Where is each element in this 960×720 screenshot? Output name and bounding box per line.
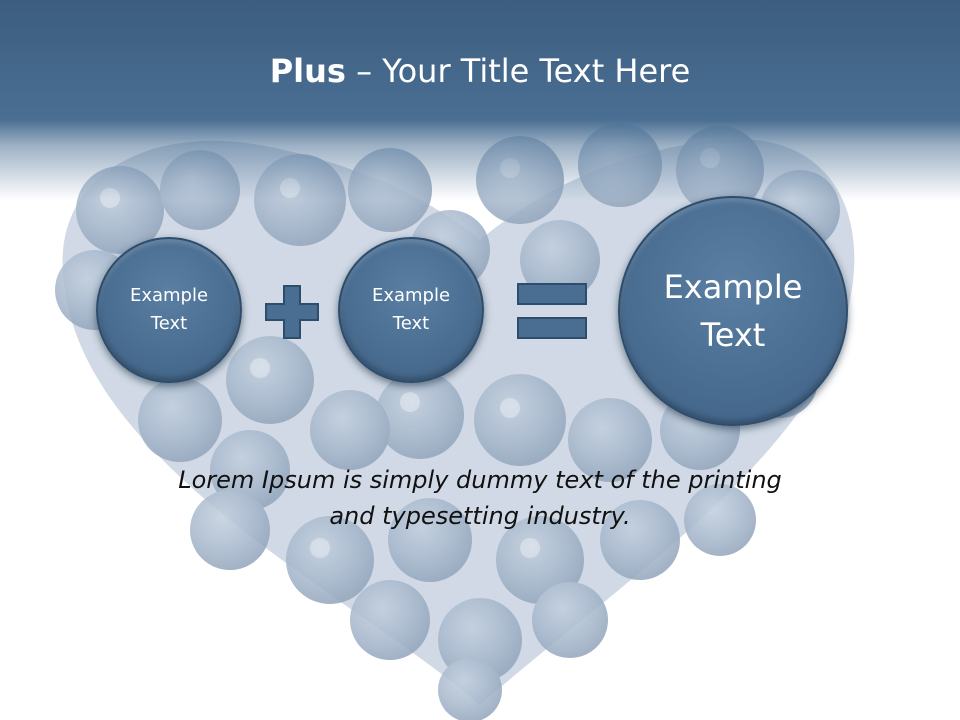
circle-middle-label: Example Text bbox=[371, 285, 451, 334]
header-band bbox=[0, 0, 960, 200]
equals-icon bbox=[517, 283, 587, 339]
title-bold-word: Plus bbox=[269, 52, 346, 90]
title-rest: – Your Title Text Here bbox=[345, 52, 691, 90]
circle-left: Example Text bbox=[96, 237, 242, 383]
caption-text: Lorem Ipsum is simply dummy text of the … bbox=[178, 466, 782, 530]
circle-result-label: Example Text bbox=[663, 268, 803, 354]
plus-icon bbox=[265, 285, 319, 339]
circle-middle: Example Text bbox=[338, 237, 484, 383]
circle-result: Example Text bbox=[618, 196, 848, 426]
slide-title: Plus – Your Title Text Here bbox=[0, 52, 960, 90]
circle-left-label: Example Text bbox=[129, 285, 209, 334]
